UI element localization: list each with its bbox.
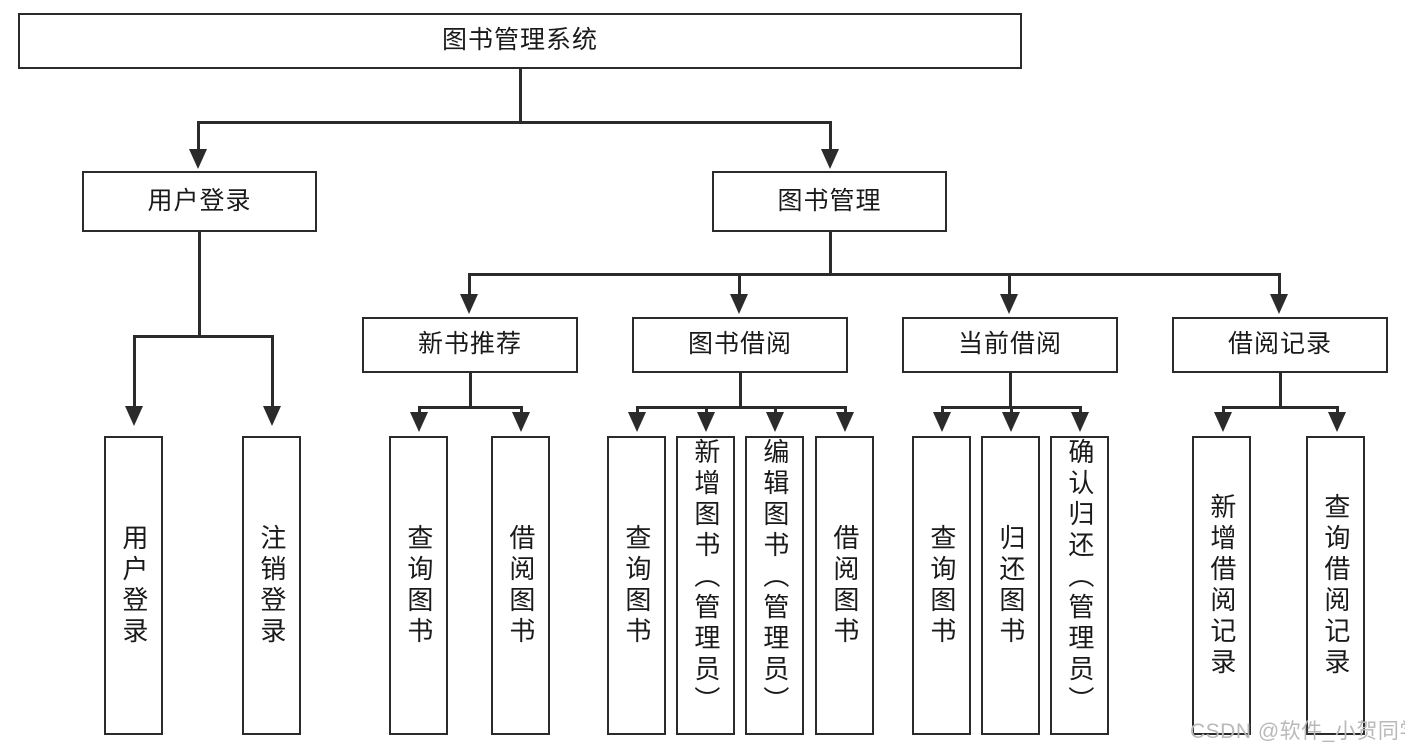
arrowhead-to-current-borrow (1000, 294, 1018, 314)
connector-book-manage-to-book-borrow (738, 273, 741, 295)
leaf-add-borrow-record[interactable]: 新增借阅记录 (1192, 436, 1251, 735)
leaf-query-borrow-record[interactable]: 查询借阅记录 (1306, 436, 1365, 735)
leaf-label: 查询图书 (621, 523, 652, 648)
arrowhead-root-to-book-manage (821, 149, 839, 169)
connector-user-login-trunk (198, 232, 201, 336)
connector-current-borrow-leaf2 (1010, 406, 1013, 414)
leaf-edit-book-admin[interactable]: 编辑图书（管理员） (745, 436, 804, 735)
node-book-management[interactable]: 图书管理 (712, 171, 947, 232)
arrowhead-book-borrow-leaf2 (697, 412, 715, 432)
node-book-borrow[interactable]: 图书借阅 (632, 317, 848, 373)
node-current-borrow[interactable]: 当前借阅 (902, 317, 1118, 373)
arrowhead-to-new-book-recommend (460, 294, 478, 314)
node-label: 图书借阅 (687, 330, 792, 359)
arrowhead-current-borrow-leaf3 (1071, 412, 1089, 432)
connector-book-manage-bus (468, 273, 1280, 276)
connector-book-borrow-trunk (739, 373, 742, 408)
connector-book-manage-to-new-book (468, 273, 471, 295)
leaf-user-login[interactable]: 用户登录 (104, 436, 163, 735)
leaf-query-book-current[interactable]: 查询图书 (912, 436, 971, 735)
connector-user-login-to-leaf1 (133, 335, 136, 408)
node-label: 新书推荐 (417, 330, 522, 359)
connector-book-borrow-leaf4 (844, 406, 847, 414)
node-root-library-system[interactable]: 图书管理系统 (18, 13, 1022, 69)
connector-root-to-user-login (197, 121, 200, 151)
connector-borrow-record-trunk (1279, 373, 1282, 408)
connector-new-book-trunk (469, 373, 472, 408)
leaf-label: 归还图书 (995, 523, 1026, 648)
arrowhead-borrow-record-leaf1 (1214, 412, 1232, 432)
arrowhead-book-borrow-leaf1 (628, 412, 646, 432)
arrowhead-user-login-leaf1 (125, 406, 143, 426)
connector-current-borrow-leaf1 (941, 406, 944, 414)
connector-book-manage-trunk (829, 232, 832, 274)
connector-book-borrow-leaf3 (774, 406, 777, 414)
leaf-label: 用户登录 (118, 523, 149, 648)
node-borrow-record[interactable]: 借阅记录 (1172, 317, 1388, 373)
connector-new-book-leaf2 (520, 406, 523, 414)
node-new-book-recommend[interactable]: 新书推荐 (362, 317, 578, 373)
leaf-query-book-borrow[interactable]: 查询图书 (607, 436, 666, 735)
arrowhead-book-borrow-leaf4 (836, 412, 854, 432)
connector-book-manage-to-current-borrow (1008, 273, 1011, 295)
leaf-label: 借阅图书 (505, 523, 536, 648)
leaf-borrow-book-recommend[interactable]: 借阅图书 (491, 436, 550, 735)
arrowhead-user-login-leaf2 (263, 406, 281, 426)
arrowhead-root-to-user-login (189, 149, 207, 169)
connector-book-borrow-bus (636, 406, 846, 409)
connector-book-manage-to-borrow-record (1278, 273, 1281, 295)
connector-book-borrow-leaf2 (705, 406, 708, 414)
leaf-label: 查询图书 (926, 523, 957, 648)
node-user-login[interactable]: 用户登录 (82, 171, 317, 232)
connector-new-book-leaf1 (418, 406, 421, 414)
arrowhead-current-borrow-leaf2 (1002, 412, 1020, 432)
arrowhead-to-borrow-record (1270, 294, 1288, 314)
leaf-borrow-book[interactable]: 借阅图书 (815, 436, 874, 735)
leaf-label: 查询图书 (403, 523, 434, 648)
arrowhead-borrow-record-leaf2 (1328, 412, 1346, 432)
csdn-watermark: CSDN @软件_小贺同学 (1190, 720, 1405, 743)
connector-current-borrow-leaf3 (1079, 406, 1082, 414)
leaf-label: 新增图书（管理员） (690, 438, 721, 717)
connector-root-trunk (519, 69, 522, 121)
connector-borrow-record-bus (1222, 406, 1338, 409)
arrowhead-book-borrow-leaf3 (766, 412, 784, 432)
leaf-logout-login[interactable]: 注销登录 (242, 436, 301, 735)
node-label: 图书管理 (777, 186, 882, 215)
leaf-label: 新增借阅记录 (1206, 492, 1237, 679)
connector-root-to-book-manage (829, 121, 832, 151)
arrowhead-current-borrow-leaf1 (933, 412, 951, 432)
node-label: 用户登录 (147, 186, 252, 215)
connector-root-bus (197, 121, 831, 124)
connector-new-book-bus (418, 406, 522, 409)
leaf-confirm-return-admin[interactable]: 确认归还（管理员） (1050, 436, 1109, 735)
connector-user-login-to-leaf2 (271, 335, 274, 408)
leaf-label: 编辑图书（管理员） (759, 438, 790, 717)
connector-book-borrow-leaf1 (636, 406, 639, 414)
connector-user-login-bus (133, 335, 273, 338)
arrowhead-new-book-leaf2 (512, 412, 530, 432)
leaf-return-book[interactable]: 归还图书 (981, 436, 1040, 735)
node-label: 图书管理系统 (441, 26, 598, 55)
connector-borrow-record-leaf1 (1222, 406, 1225, 414)
leaf-label: 查询借阅记录 (1320, 492, 1351, 679)
leaf-query-book-recommend[interactable]: 查询图书 (389, 436, 448, 735)
leaf-label: 借阅图书 (829, 523, 860, 648)
leaf-add-book-admin[interactable]: 新增图书（管理员） (676, 436, 735, 735)
leaf-label: 确认归还（管理员） (1064, 438, 1095, 717)
connector-borrow-record-leaf2 (1336, 406, 1339, 414)
arrowhead-new-book-leaf1 (410, 412, 428, 432)
node-label: 借阅记录 (1227, 330, 1332, 359)
connector-current-borrow-trunk (1009, 373, 1012, 408)
node-label: 当前借阅 (957, 330, 1062, 359)
leaf-label: 注销登录 (256, 523, 287, 648)
arrowhead-to-book-borrow (730, 294, 748, 314)
